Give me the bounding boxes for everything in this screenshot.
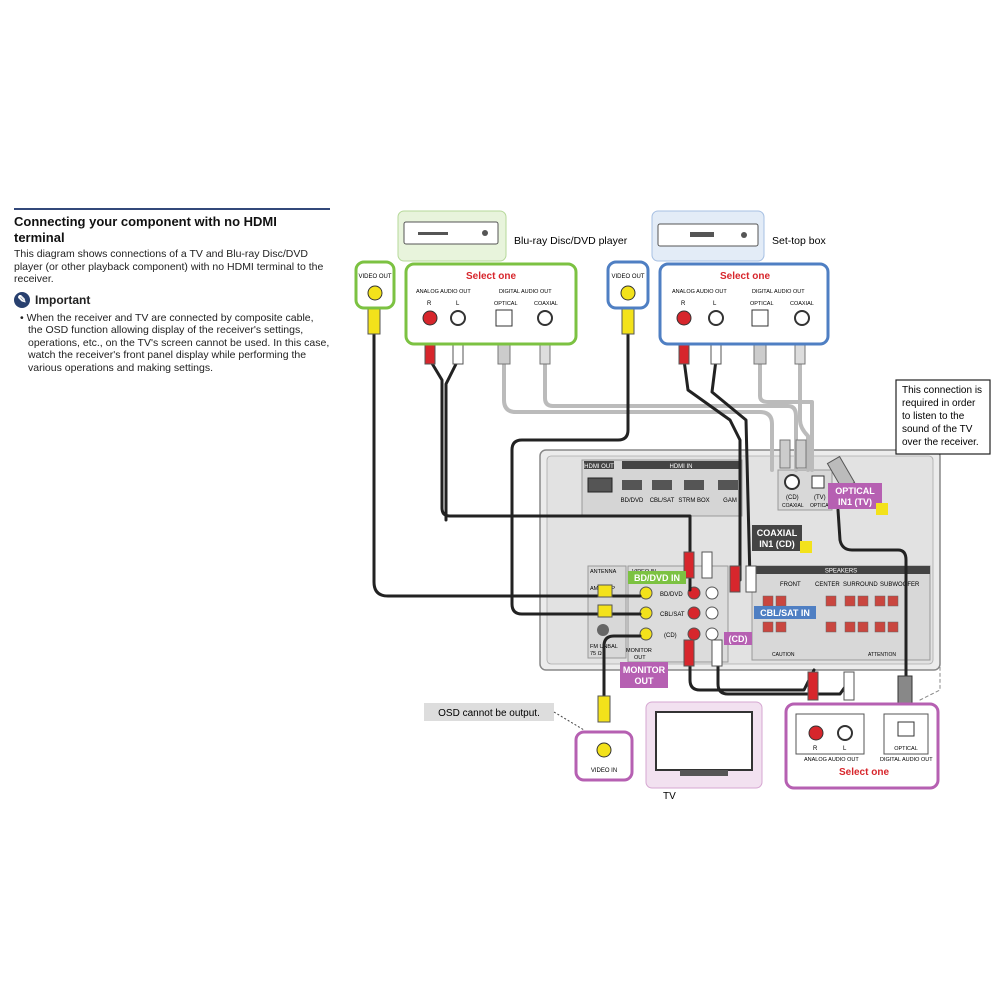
section-title: Connecting your component with no HDMI t… [14, 214, 277, 245]
note-icon-optical [876, 503, 888, 515]
callout-cd: (CD) [729, 634, 748, 644]
callout-optical-2: IN1 (TV) [838, 497, 872, 507]
stb-group: Set-top box Select one ANALOG AUDIO OUT … [606, 210, 830, 346]
important-bullet: • When the receiver and TV are connected… [20, 311, 330, 374]
receiver-cd-label: (CD) [664, 633, 677, 639]
wrench-icon: ✎ [14, 291, 30, 308]
coaxial-cd-label: (CD) [786, 495, 799, 501]
surround-label: SURROUND [843, 582, 878, 588]
callout-optical-1: OPTICAL [835, 486, 875, 496]
center-label: CENTER [815, 582, 840, 588]
hdmi-port-bd-dvd: BD/DVD [621, 498, 644, 504]
stb-l-label: L [713, 301, 717, 307]
tv-r-label: R [813, 746, 818, 752]
callout-monitor-out-2: OUT [635, 676, 655, 686]
speakers-label: SPEAKERS [825, 569, 857, 575]
tv-icon [655, 711, 753, 771]
antenna-label: ANTENNA [590, 569, 617, 575]
section-rule [14, 208, 330, 210]
osd-note: OSD cannot be output. [438, 708, 540, 719]
bd-player-group: Blu-ray Disc/DVD player Select one ANALO… [354, 210, 628, 346]
select-one-tv: Select one [839, 767, 889, 778]
bd-l-label: L [456, 301, 460, 307]
stb-video-out-box [606, 260, 650, 310]
bd-player-label: Blu-ray Disc/DVD player [514, 235, 628, 247]
hdmi-port-gam: GAM [723, 498, 737, 504]
stb-coaxial-label: COAXIAL [790, 301, 814, 307]
section-description: This diagram shows connections of a TV a… [14, 248, 324, 285]
callout-coaxial-2: IN1 (CD) [759, 539, 795, 549]
callout-bd-dvd-in: BD/DVD IN [634, 573, 680, 583]
tv-video-in-label: VIDEO IN [591, 768, 617, 774]
instruction-column: Connecting your component with no HDMI t… [14, 208, 330, 374]
important-bullet-text: When the receiver and TV are connected b… [26, 311, 330, 374]
note-tv-sound: This connection is required in order to … [902, 385, 985, 448]
callout-coaxial-1: COAXIAL [757, 528, 798, 538]
receiver-bd-dvd-label: BD/DVD [660, 592, 683, 598]
bd-optical-label: OPTICAL [494, 301, 518, 307]
tv-digital-audio-out: DIGITAL AUDIO OUT [880, 757, 933, 763]
ohm-label: 75 Ω [590, 651, 602, 657]
tv-l-label: L [843, 746, 847, 752]
receiver-monitor-out-label: MONITOR [626, 648, 652, 654]
cables [372, 328, 941, 702]
bd-video-out-label: VIDEO OUT [358, 274, 391, 280]
optical-tv-label: (TV) [814, 495, 826, 501]
bd-video-out-box [354, 260, 396, 310]
optical-small-label: OPTICAL [810, 503, 832, 509]
coaxial-small-label: COAXIAL [782, 503, 804, 509]
stb-label: Set-top box [772, 235, 826, 247]
important-heading: ✎ Important [14, 291, 330, 308]
subwoofer-label: SUBWOOFER [880, 582, 920, 588]
front-label: FRONT [780, 582, 801, 588]
note-icon-coaxial [800, 541, 812, 553]
stb-optical-label: OPTICAL [750, 301, 774, 307]
bd-r-label: R [427, 301, 432, 307]
stb-r-label: R [681, 301, 686, 307]
hdmi-in-label: HDMI IN [670, 464, 693, 470]
callouts: BD/DVD IN CBL/SAT IN (CD) MONITOR OUT CO… [424, 379, 991, 731]
callout-cbl-sat-in: CBL/SAT IN [760, 608, 810, 618]
bd-digital-audio-out: DIGITAL AUDIO OUT [499, 289, 552, 295]
bd-analog-audio-out: ANALOG AUDIO OUT [416, 289, 471, 295]
stb-analog-audio-out: ANALOG AUDIO OUT [672, 289, 727, 295]
tv-optical-label: OPTICAL [894, 746, 918, 752]
bd-coaxial-label: COAXIAL [534, 301, 558, 307]
stb-outputs [658, 262, 830, 346]
caution-label: CAUTION [772, 652, 795, 658]
important-title: Important [35, 292, 91, 307]
bd-player-outputs [404, 262, 578, 346]
tv-label: TV [663, 791, 676, 802]
receiver-monitor-out-label-2: OUT [634, 655, 646, 661]
callout-monitor-out-1: MONITOR [623, 665, 666, 675]
hdmi-port-strm-box: STRM BOX [678, 498, 709, 504]
speaker-terminals [762, 595, 899, 633]
tv-group: VIDEO IN TV R L ANALOG AUDIO OUT OPTICAL… [574, 701, 940, 802]
select-one-stb: Select one [720, 271, 770, 282]
receiver-cbl-sat-label: CBL/SAT [660, 612, 685, 618]
select-one-bd: Select one [466, 271, 516, 282]
bd-player-icon [403, 221, 499, 245]
tv-analog-audio-out: ANALOG AUDIO OUT [804, 757, 859, 763]
stb-video-out-label: VIDEO OUT [611, 274, 644, 280]
stb-digital-audio-out: DIGITAL AUDIO OUT [752, 289, 805, 295]
hdmi-out-label: HDMI OUT [584, 464, 614, 470]
attention-label: ATTENTION [868, 652, 896, 658]
hdmi-port-cbl-sat: CBL/SAT [650, 498, 675, 504]
